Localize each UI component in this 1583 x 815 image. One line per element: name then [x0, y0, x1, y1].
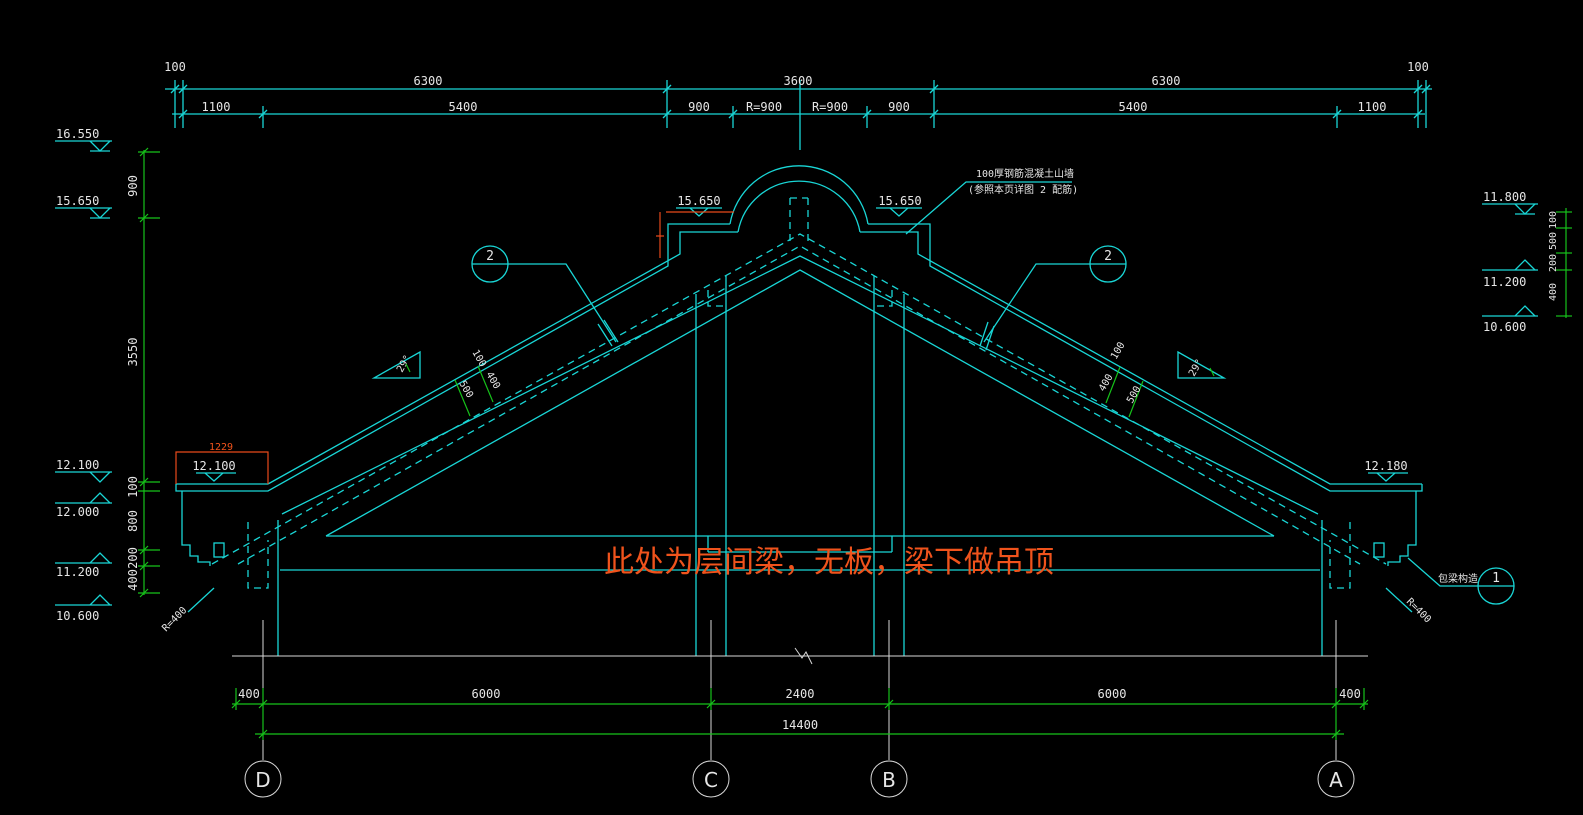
right-level-11800: 11.800: [1483, 190, 1526, 204]
bottom-dim-400-left: 400: [238, 687, 260, 701]
roof-level-left: 15.650: [677, 194, 720, 208]
slope-right: 29°: [1187, 357, 1206, 378]
right-vdim-100: 100: [1548, 211, 1559, 229]
thk-right-100: 100: [1109, 340, 1128, 361]
slope-markers: 29° 29°: [371, 350, 1227, 379]
detail-callouts: 2 2 1 包梁构造: [471, 245, 1515, 605]
right-level-markers: 11.800 11.200 10.600 100 500 200 400: [1482, 190, 1572, 334]
bottom-dim-6000-left: 6000: [472, 687, 501, 701]
bottom-dim-2400: 2400: [786, 687, 815, 701]
callout-2-left: 2: [486, 249, 494, 264]
callout-2-right: 2: [1104, 249, 1112, 264]
roof-level-right: 15.650: [878, 194, 921, 208]
radius-right: R=400: [1404, 596, 1433, 625]
thk-right-400: 400: [1097, 372, 1116, 393]
axis-bubbles: D C B A: [244, 760, 1355, 798]
left-vertical-dims: 900 3550 100 800 200 400: [126, 147, 160, 598]
top-dim-5400-right: 5400: [1119, 100, 1148, 114]
top-dim-5400-left: 5400: [449, 100, 478, 114]
vdim-400: 400: [126, 569, 140, 591]
detail-note-right: 包梁构造: [1438, 572, 1478, 585]
bottom-dim-total: 14400: [782, 718, 818, 732]
radius-notes: R=400 R=400: [160, 587, 1433, 634]
top-dim-1100-left: 1100: [202, 100, 231, 114]
vdim-3550: 3550: [126, 338, 140, 367]
gable-note: 100厚钢筋混凝土山墙 (参照本页详图 2 配筋): [905, 167, 1078, 235]
eave-level-right: 12.180: [1364, 459, 1407, 473]
axis-d: D: [255, 768, 270, 792]
red-annotations: 1229: [175, 211, 734, 484]
top-dim-3600: 3600: [784, 74, 813, 88]
axis-c: C: [704, 768, 718, 792]
right-level-11200: 11.200: [1483, 275, 1526, 289]
gable-note-line1: 100厚钢筋混凝土山墙: [976, 167, 1074, 180]
gable-note-line2: (参照本页详图 2 配筋): [968, 183, 1078, 196]
bottom-dim-6000-right: 6000: [1098, 687, 1127, 701]
callout-1: 1: [1492, 571, 1500, 586]
level-16550: 16.550: [56, 127, 99, 141]
top-dimension-chain: 100 6300 3600 6300 100 1100 5400 900 R=9…: [164, 60, 1432, 150]
radius-left: R=400: [160, 605, 189, 634]
bottom-dimension-chain: 400 6000 2400 6000 400 14400: [231, 687, 1369, 740]
eave-level-left: 12.100: [192, 459, 235, 473]
top-dim-6300-right: 6300: [1152, 74, 1181, 88]
axis-b: B: [882, 768, 896, 792]
bottom-dim-400-right: 400: [1339, 687, 1361, 701]
right-vdim-500: 500: [1548, 232, 1559, 250]
vdim-200: 200: [126, 547, 140, 569]
top-dim-r900-right: R=900: [812, 100, 848, 114]
top-dim-900-left: 900: [688, 100, 710, 114]
right-level-10600: 10.600: [1483, 320, 1526, 334]
top-dim-100-left: 100: [164, 60, 186, 74]
level-11200: 11.200: [56, 565, 99, 579]
red-dim-1229: 1229: [209, 442, 233, 453]
roof-level-markers: 15.650 15.650 12.100 12.180: [192, 194, 1408, 482]
thk-left-400: 400: [483, 370, 502, 391]
level-12000: 12.000: [56, 505, 99, 519]
roof-structure: [175, 165, 1423, 760]
top-dim-6300-left: 6300: [414, 74, 443, 88]
right-vdim-200: 200: [1548, 254, 1559, 272]
vdim-100: 100: [126, 476, 140, 498]
top-dim-1100-right: 1100: [1358, 100, 1387, 114]
interlayer-beam-note: 此处为层间梁，无板，梁下做吊顶: [604, 545, 1054, 580]
top-dim-r900-left: R=900: [746, 100, 782, 114]
level-12100: 12.100: [56, 458, 99, 472]
thk-left-100: 100: [469, 348, 488, 369]
axis-a: A: [1329, 768, 1343, 792]
level-10600: 10.600: [56, 609, 99, 623]
right-vdim-400: 400: [1548, 283, 1559, 301]
vdim-800: 800: [126, 510, 140, 532]
top-dim-900-right: 900: [888, 100, 910, 114]
vdim-900: 900: [126, 175, 140, 197]
level-15650: 15.650: [56, 194, 99, 208]
top-dim-100-right: 100: [1407, 60, 1429, 74]
left-level-markers: 16.550 15.650 12.100 12.000 11.200 10.60…: [55, 127, 112, 623]
